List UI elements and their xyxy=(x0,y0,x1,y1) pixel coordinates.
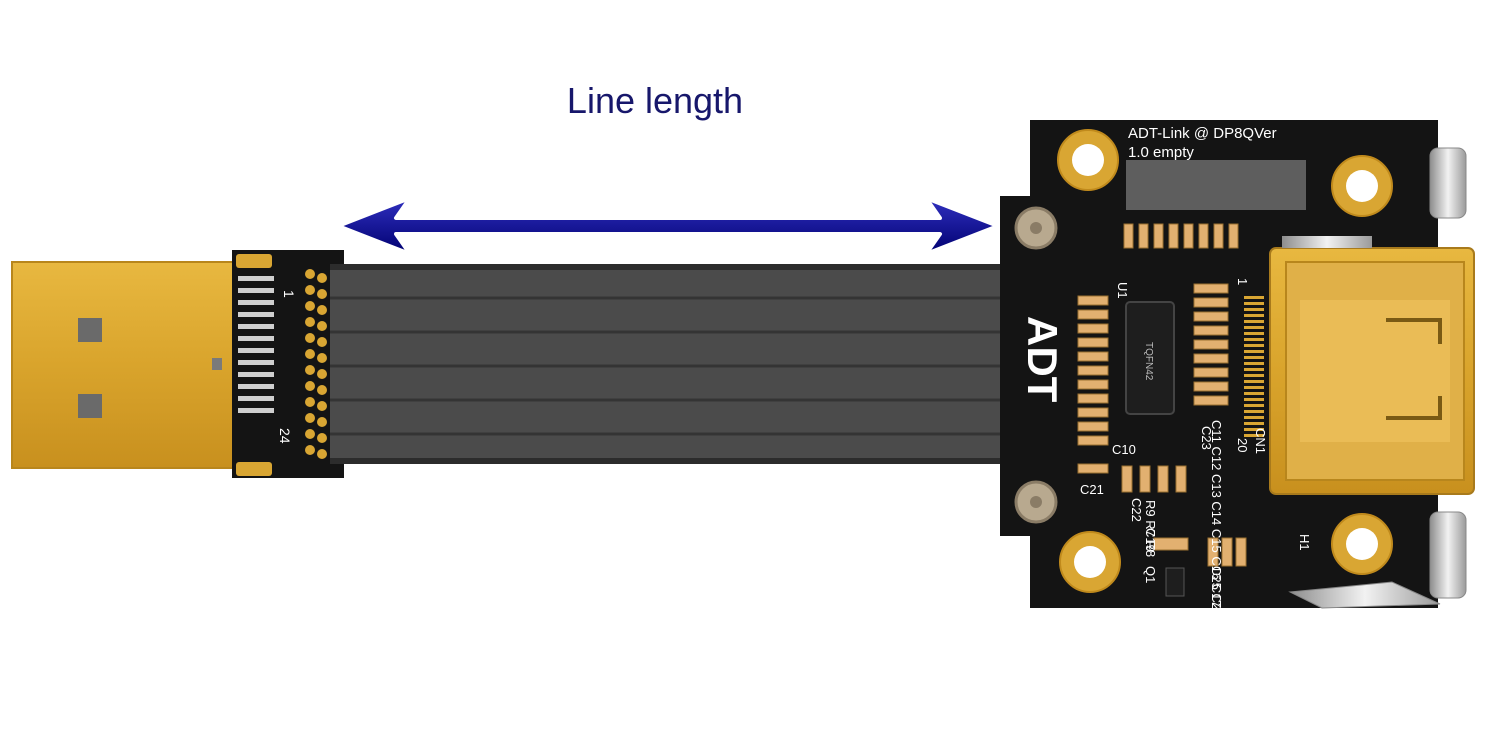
plug-latch-hole xyxy=(78,318,102,342)
c10-label: C10 xyxy=(1112,442,1136,457)
dp-male-plug xyxy=(11,261,239,469)
board-label-line2: 1.0 empty xyxy=(1128,144,1194,161)
line-length-title: Line length xyxy=(566,80,744,121)
chip-label: TQFN42 xyxy=(1143,342,1154,381)
label-blur-patch xyxy=(1126,160,1306,210)
c21-label: C21 xyxy=(1080,482,1104,497)
plug-pin-last-label: 24 xyxy=(277,428,293,444)
u1-label: U1 xyxy=(1115,282,1130,299)
plug-pin-first-label: 1 xyxy=(281,290,297,298)
length-arrow xyxy=(336,196,1000,256)
r-group-label: R9 R7 R8 xyxy=(1143,500,1158,557)
pin20-mark: 20 xyxy=(1235,438,1250,452)
pin1-mark: 1 xyxy=(1235,278,1250,285)
board-label-line1: ADT-Link @ DP8QVer xyxy=(1128,125,1277,142)
plug-pcb: 1 24 xyxy=(232,250,344,478)
board-label: ADT-Link @ DP8QVer 1.0 empty xyxy=(1128,124,1277,162)
plug-latch-hole xyxy=(78,394,102,418)
chip-u1: TQFN42 xyxy=(1125,301,1175,415)
c-bottom-group-label: C25 C26 C27 xyxy=(1209,566,1224,645)
transistor-q1 xyxy=(1165,567,1185,597)
cn1-label: CN1 xyxy=(1253,428,1268,454)
ribbon-cable xyxy=(330,264,1014,464)
brand-label: ADT xyxy=(1019,316,1066,403)
h1-label: H1 xyxy=(1297,534,1312,551)
q1-label: Q1 xyxy=(1143,566,1158,583)
dp-female-receptacle xyxy=(1269,147,1475,609)
c-right-group-label: C11 C12 C13 C14 C15 C16 C17 C18 xyxy=(1209,420,1224,635)
c22-label: C22 xyxy=(1129,498,1144,522)
c23-label: C23 xyxy=(1199,426,1214,450)
c19-label: C19 xyxy=(1143,528,1158,552)
